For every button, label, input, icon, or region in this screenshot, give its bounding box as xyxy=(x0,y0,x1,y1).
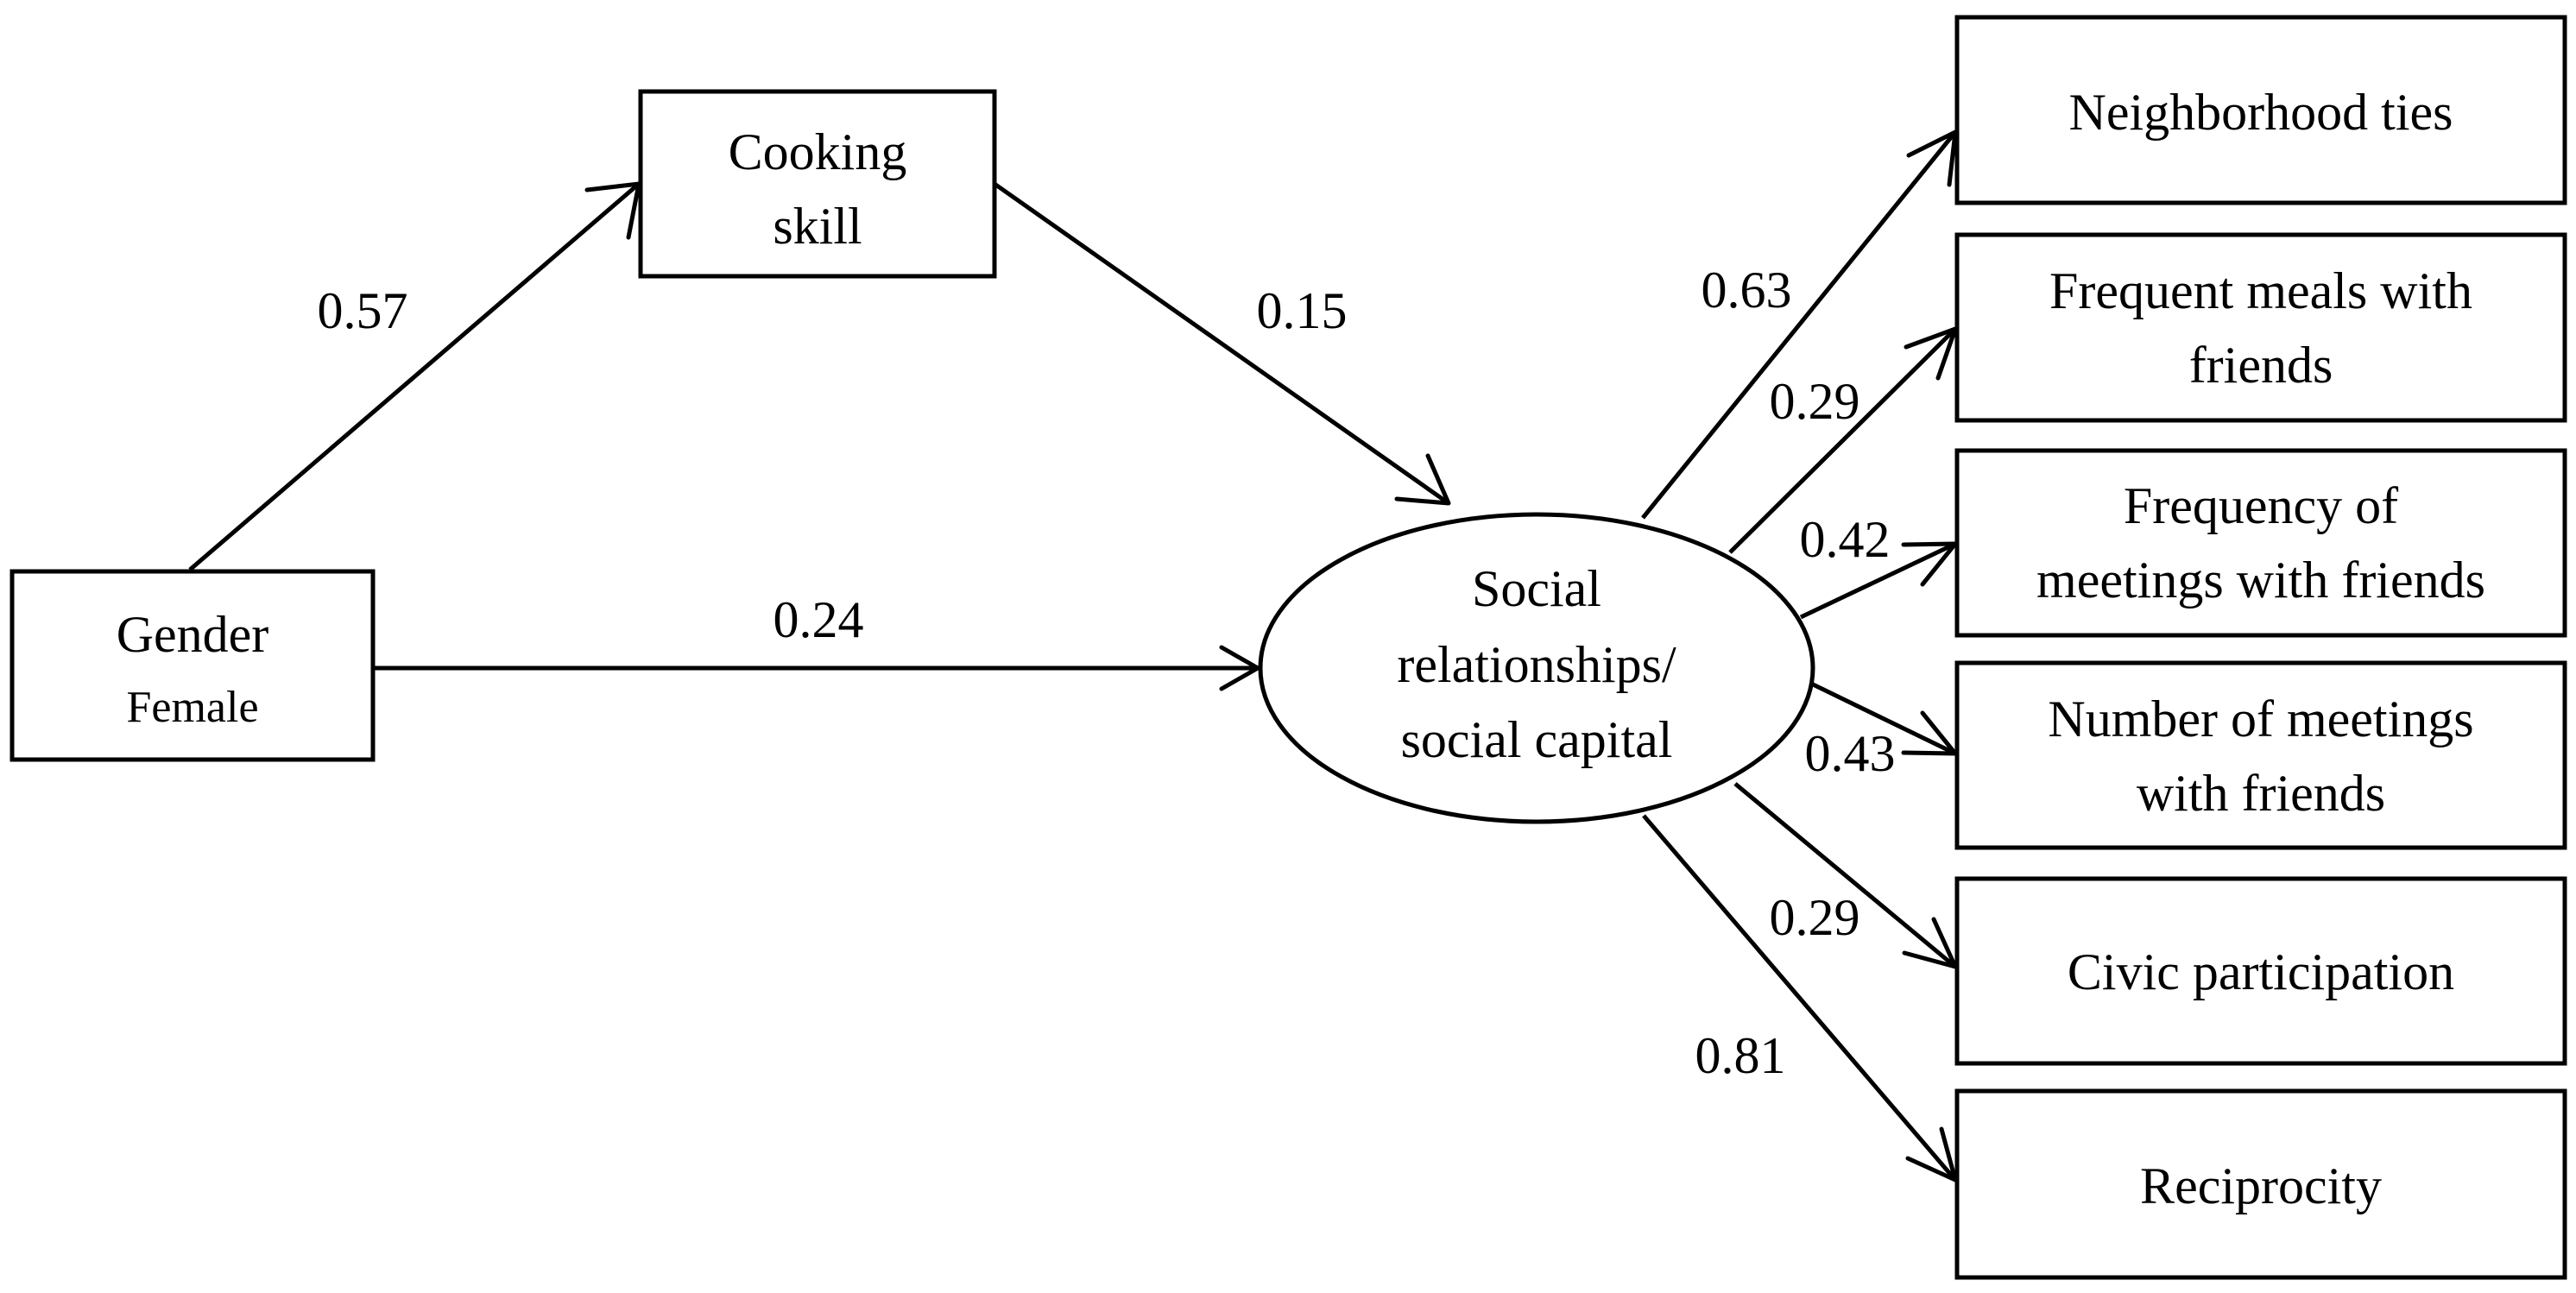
number-label-line2: with friends xyxy=(2137,765,2385,822)
node-frequent-meals: Frequent meals with friends xyxy=(1954,232,2567,423)
node-neighborhood-ties: Neighborhood ties xyxy=(1954,15,2567,205)
edge-social-to-reciprocity xyxy=(1642,814,1958,1183)
coef-social-to-neighborhood: 0.63 xyxy=(1702,262,1792,319)
coef-cooking-to-social: 0.15 xyxy=(1257,282,1348,339)
cooking-label-line2: skill xyxy=(773,198,862,255)
edge-social-to-neighborhood xyxy=(1641,129,1958,520)
social-label-line2: relationships/ xyxy=(1397,636,1676,693)
edge-gender-to-cooking xyxy=(188,181,641,571)
coef-gender-to-social: 0.24 xyxy=(773,591,864,648)
edge-cooking-to-social xyxy=(993,181,1451,506)
coef-social-to-frequency: 0.42 xyxy=(1800,511,1891,568)
node-cooking-skill: Cooking skill xyxy=(638,89,997,279)
coef-social-to-number: 0.43 xyxy=(1805,725,1896,782)
node-reciprocity: Reciprocity xyxy=(1954,1088,2567,1280)
civic-label: Civic participation xyxy=(2068,943,2454,1000)
coef-social-to-reciprocity: 0.81 xyxy=(1695,1027,1786,1084)
meals-label-line1: Frequent meals with xyxy=(2049,262,2472,319)
coef-gender-to-cooking: 0.57 xyxy=(318,282,408,339)
node-civic-participation: Civic participation xyxy=(1954,876,2567,1066)
coef-social-to-civic: 0.29 xyxy=(1770,889,1860,946)
reciprocity-label: Reciprocity xyxy=(2140,1157,2382,1214)
gender-label: Gender xyxy=(117,606,269,663)
social-label-line3: social capital xyxy=(1401,711,1673,768)
gender-sublabel: Female xyxy=(126,683,258,732)
frequency-label-line2: meetings with friends xyxy=(2036,552,2485,609)
node-gender: Gender Female xyxy=(9,569,376,762)
node-frequency-meetings: Frequency of meetings with friends xyxy=(1954,448,2567,638)
neighborhood-label: Neighborhood ties xyxy=(2069,84,2453,141)
frequency-label-line1: Frequency of xyxy=(2124,477,2398,534)
node-number-meetings: Number of meetings with friends xyxy=(1954,660,2567,850)
social-label-line1: Social xyxy=(1472,560,1601,617)
edge-gender-to-social xyxy=(373,645,1260,691)
coef-social-to-meals: 0.29 xyxy=(1770,373,1860,430)
cooking-label-line1: Cooking xyxy=(729,123,907,180)
node-social-capital: Social relationships/ social capital xyxy=(1258,512,1815,824)
meals-label-line2: friends xyxy=(2189,337,2333,394)
number-label-line1: Number of meetings xyxy=(2048,691,2473,747)
